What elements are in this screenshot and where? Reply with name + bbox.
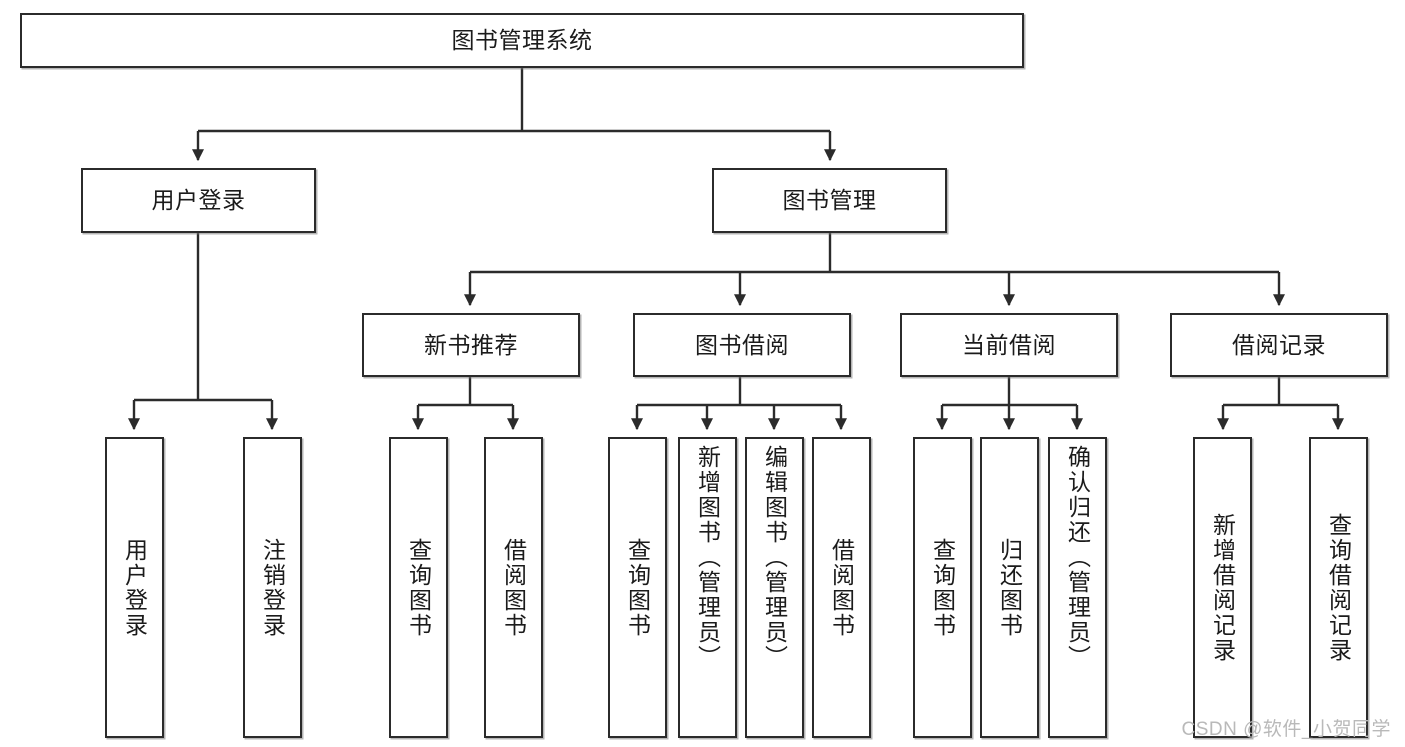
leaf-borrow-book[interactable]: 借阅图书 <box>812 437 871 738</box>
leaf-label: 新增图书（管理员） <box>694 445 721 670</box>
node-label: 图书管理 <box>782 187 877 214</box>
node-current-borrowing[interactable]: 当前借阅 <box>900 313 1118 377</box>
leaf-label: 查询图书 <box>405 537 432 638</box>
leaf-label: 借阅图书 <box>500 537 527 638</box>
leaf-label: 编辑图书（管理员） <box>761 445 788 670</box>
node-book-borrowing[interactable]: 图书借阅 <box>633 313 851 377</box>
node-label: 借阅记录 <box>1232 331 1326 358</box>
leaf-add-book-admin[interactable]: 新增图书（管理员） <box>678 437 737 738</box>
leaf-query-book-recommend[interactable]: 查询图书 <box>389 437 448 738</box>
leaf-label: 注销登录 <box>259 537 286 638</box>
leaf-label: 用户登录 <box>121 537 148 638</box>
node-new-book-recommendation[interactable]: 新书推荐 <box>362 313 580 377</box>
node-root-book-management-system[interactable]: 图书管理系统 <box>20 13 1024 68</box>
leaf-return-book[interactable]: 归还图书 <box>980 437 1039 738</box>
leaf-user-login[interactable]: 用户登录 <box>105 437 164 738</box>
leaf-label: 查询借阅记录 <box>1325 512 1352 663</box>
leaf-query-book-borrow[interactable]: 查询图书 <box>608 437 667 738</box>
leaf-label: 查询图书 <box>929 537 956 638</box>
leaf-label: 归还图书 <box>996 537 1023 638</box>
leaf-label: 确认归还（管理员） <box>1064 445 1091 670</box>
node-label: 新书推荐 <box>424 331 518 358</box>
node-label: 图书借阅 <box>695 331 789 358</box>
node-label: 图书管理系统 <box>451 27 593 54</box>
leaf-confirm-return-admin[interactable]: 确认归还（管理员） <box>1048 437 1107 738</box>
node-user-login[interactable]: 用户登录 <box>81 168 316 233</box>
node-book-management[interactable]: 图书管理 <box>712 168 947 233</box>
leaf-query-borrow-record[interactable]: 查询借阅记录 <box>1309 437 1368 738</box>
node-label: 当前借阅 <box>962 331 1056 358</box>
node-borrowing-record[interactable]: 借阅记录 <box>1170 313 1388 377</box>
leaf-label: 新增借阅记录 <box>1209 512 1236 663</box>
leaf-logout-login[interactable]: 注销登录 <box>243 437 302 738</box>
leaf-edit-book-admin[interactable]: 编辑图书（管理员） <box>745 437 804 738</box>
node-label: 用户登录 <box>151 187 246 214</box>
leaf-add-borrow-record[interactable]: 新增借阅记录 <box>1193 437 1252 738</box>
leaf-label: 借阅图书 <box>828 537 855 638</box>
leaf-label: 查询图书 <box>624 537 651 638</box>
leaf-query-book-current[interactable]: 查询图书 <box>913 437 972 738</box>
leaf-borrow-book-recommend[interactable]: 借阅图书 <box>484 437 543 738</box>
